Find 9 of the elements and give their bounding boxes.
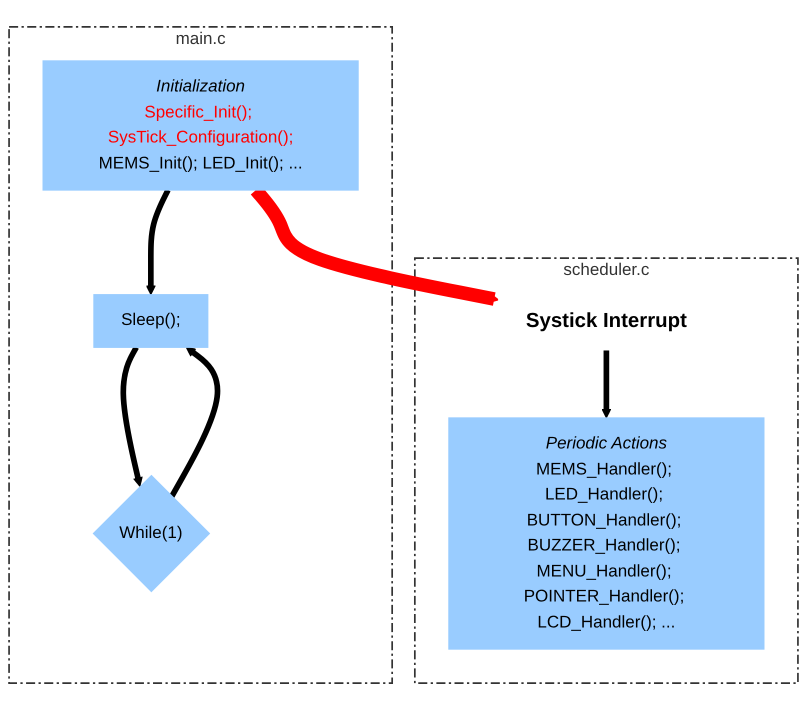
arrow [601, 350, 612, 418]
node-box: Initialization Specific_Init(); SysTick_Configuration(); MEMS_Init(); LED_Init(); ... [42, 60, 359, 191]
arrow [169, 346, 220, 498]
arrow [146, 188, 171, 296]
node-diamond: While(1) [92, 474, 210, 592]
node-box: Sleep(); [93, 294, 208, 348]
node-text: Systick Interrupt [526, 309, 687, 332]
arrow [120, 346, 143, 487]
node-box: Periodic Actions MEMS_Handler(); LED_Handler(); BUTTON_Handler(); BUZZER_Handler(); MENU_Handler(); POINTER_Handler(); LCD_Handler(); ... [448, 417, 764, 650]
